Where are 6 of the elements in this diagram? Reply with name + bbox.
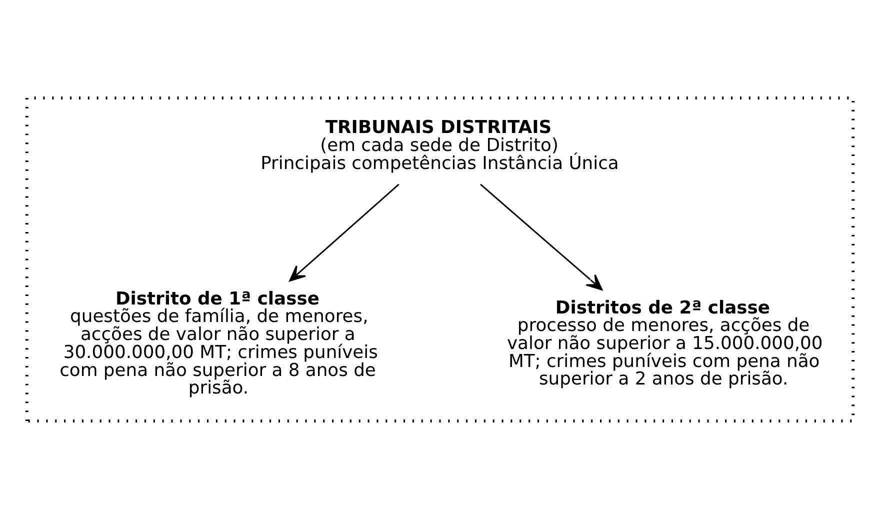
arrow (288, 184, 399, 282)
node-text: Distrito de 1ª classe questões de família, de menores, acções de valor não superior a 30.000.000,00 MT; crimes puníveis com pena não superior a 8 anos de prisão. (59, 288, 378, 399)
cluster (24, 96, 854, 423)
arrow (480, 184, 602, 290)
node-text: TRIBUNAIS DISTRITAIS (em cada sede de Distrito) Principais competências Instância Única (260, 117, 618, 174)
node-text: Distritos de 2ª classe processo de menores, acções de valor não superior a 15.000.000,00 MT; crimes puníveis com pena não superior a 2 anos de prisão. (506, 297, 822, 390)
